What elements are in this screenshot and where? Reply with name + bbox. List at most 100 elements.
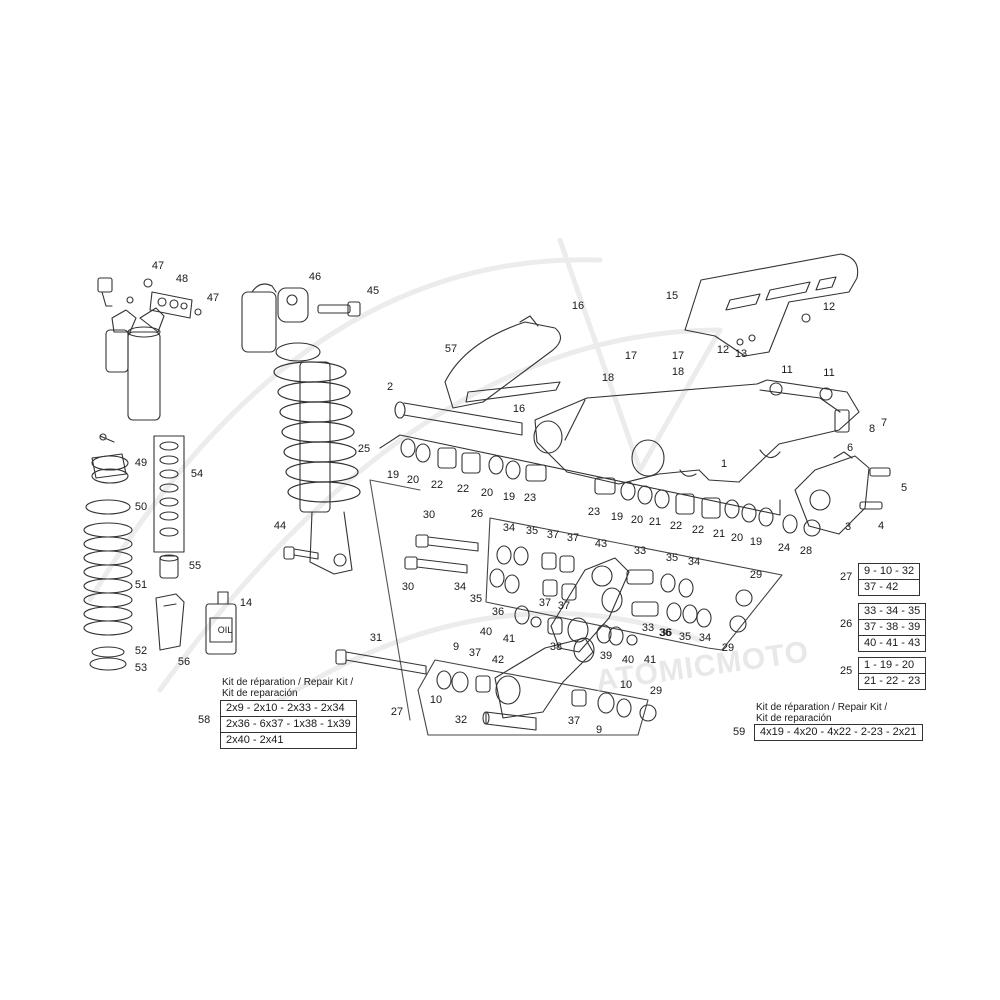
group-25-bracket — [379, 434, 781, 516]
callout-label: 36 — [659, 627, 673, 639]
kit58-row: 2x9 - 2x10 - 2x33 - 2x34 — [226, 702, 345, 714]
callout-label: 37 — [538, 597, 552, 609]
callout-label: 56 — [177, 656, 191, 668]
callout-label: 47 — [206, 292, 220, 304]
callout-label: 14 — [239, 597, 253, 609]
callout-label: 18 — [601, 372, 615, 384]
callout-label: 3 — [844, 521, 852, 533]
kit59-box: 4x19 - 4x20 - 4x22 - 2-23 - 2x21 — [754, 724, 923, 741]
callout-label: 38 — [549, 641, 563, 653]
callout-label: 1 — [720, 458, 728, 470]
rear-shock-absorber — [241, 283, 361, 575]
callout-label: 20 — [480, 487, 494, 499]
callout-label: 29 — [749, 569, 763, 581]
linkage-bolt-30-upper — [415, 534, 479, 552]
caliper-bracket — [794, 451, 870, 535]
shock-reservoir-unit — [97, 277, 202, 421]
callout-label: 32 — [454, 714, 468, 726]
callout-label: 20 — [630, 514, 644, 526]
group26-row: 40 - 41 - 43 — [859, 635, 926, 651]
callout-label: 51 — [134, 579, 148, 591]
callout-label: 34 — [502, 522, 516, 534]
bolt-45 — [317, 301, 361, 317]
kit58-row: 2x36 - 6x37 - 1x38 - 1x39 — [221, 716, 356, 732]
linkage-rocker — [550, 557, 630, 653]
callout-label: 29 — [649, 685, 663, 697]
callout-label: 33 — [633, 545, 647, 557]
callout-label: 44 — [273, 520, 287, 532]
kit59-row: 4x19 - 4x20 - 4x22 - 2-23 - 2x21 — [760, 726, 917, 738]
callout-label: 50 — [134, 501, 148, 513]
callout-label: 35 — [469, 593, 483, 605]
callout-label: 23 — [523, 492, 537, 504]
callout-label: 47 — [151, 260, 165, 272]
callout-label: 19 — [610, 511, 624, 523]
callout-label: 35 — [525, 525, 539, 537]
callout-label: 31 — [369, 632, 383, 644]
callout-label: 21 — [648, 516, 662, 528]
callout-label: 12 — [822, 301, 836, 313]
callout-label: 9 — [452, 641, 460, 653]
callout-label: 27 — [390, 706, 404, 718]
callout-label: 16 — [571, 300, 585, 312]
callout-label: 11 — [823, 367, 835, 379]
callout-label: 21 — [712, 528, 726, 540]
callout-label: 53 — [134, 662, 148, 674]
part-56 — [155, 593, 185, 651]
callout-label: 7 — [880, 417, 888, 429]
callout-label: 23 — [587, 506, 601, 518]
kit58-row: 2x40 - 2x41 — [221, 732, 356, 748]
callout-label: 19 — [502, 491, 516, 503]
callout-label: 46 — [308, 271, 322, 283]
callout-label: 29 — [721, 642, 735, 654]
group25-row: 1 - 19 - 20 — [864, 659, 915, 671]
oil-label: OIL — [217, 625, 233, 635]
spring-seat — [89, 646, 127, 671]
callout-label: 37 — [567, 715, 581, 727]
callout-label: 40 — [621, 654, 635, 666]
bearing-set-right — [594, 477, 821, 537]
callout-label: 25 — [357, 443, 371, 455]
callout-label: 35 — [665, 552, 679, 564]
part-55 — [159, 554, 179, 579]
callout-label: 4 — [877, 520, 885, 532]
callout-label: 41 — [643, 654, 657, 666]
callout-label: 55 — [188, 560, 202, 572]
callout-label: 37 — [546, 529, 560, 541]
callout-label: 12 — [716, 344, 730, 356]
group26-row: 37 - 38 - 39 — [859, 619, 926, 635]
callout-label: 22 — [430, 479, 444, 491]
group27-row: 37 - 42 — [859, 579, 920, 595]
seal-kit — [153, 435, 185, 553]
callout-label: 24 — [777, 542, 791, 554]
callout-label: 37 — [557, 600, 571, 612]
group27-ref: 27 — [840, 571, 853, 583]
callout-label: 22 — [456, 483, 470, 495]
kit59-ref: 59 — [733, 726, 746, 738]
callout-label: 43 — [594, 538, 608, 550]
callout-label: 41 — [502, 633, 516, 645]
callout-label: 17 — [624, 350, 638, 362]
group26-row: 33 - 34 - 35 — [864, 605, 921, 617]
chain-slider — [444, 315, 562, 409]
callout-label: 54 — [190, 468, 204, 480]
callout-label: 13 — [734, 348, 748, 360]
callout-label: 19 — [386, 469, 400, 481]
callout-label: 49 — [134, 457, 148, 469]
watermark-shapes — [87, 237, 723, 723]
swingarm — [533, 379, 860, 485]
oil-bottle — [205, 591, 237, 655]
kit59-title-es: Kit de reparación — [756, 713, 832, 724]
callout-label: 22 — [691, 524, 705, 536]
callout-label: 36 — [491, 606, 505, 618]
group-26-bracket — [485, 517, 783, 651]
group27-row: 9 - 10 - 32 — [864, 565, 915, 577]
callout-label: 10 — [429, 694, 443, 706]
group26-ref: 26 — [840, 618, 853, 630]
group25-row: 21 - 22 - 23 — [859, 673, 926, 689]
kit59-title: Kit de réparation / Repair Kit / — [756, 702, 888, 713]
group26-box: 33 - 34 - 35 37 - 38 - 39 40 - 41 - 43 — [858, 603, 927, 652]
callout-label: 2 — [386, 381, 394, 393]
group25-ref: 25 — [840, 665, 853, 677]
